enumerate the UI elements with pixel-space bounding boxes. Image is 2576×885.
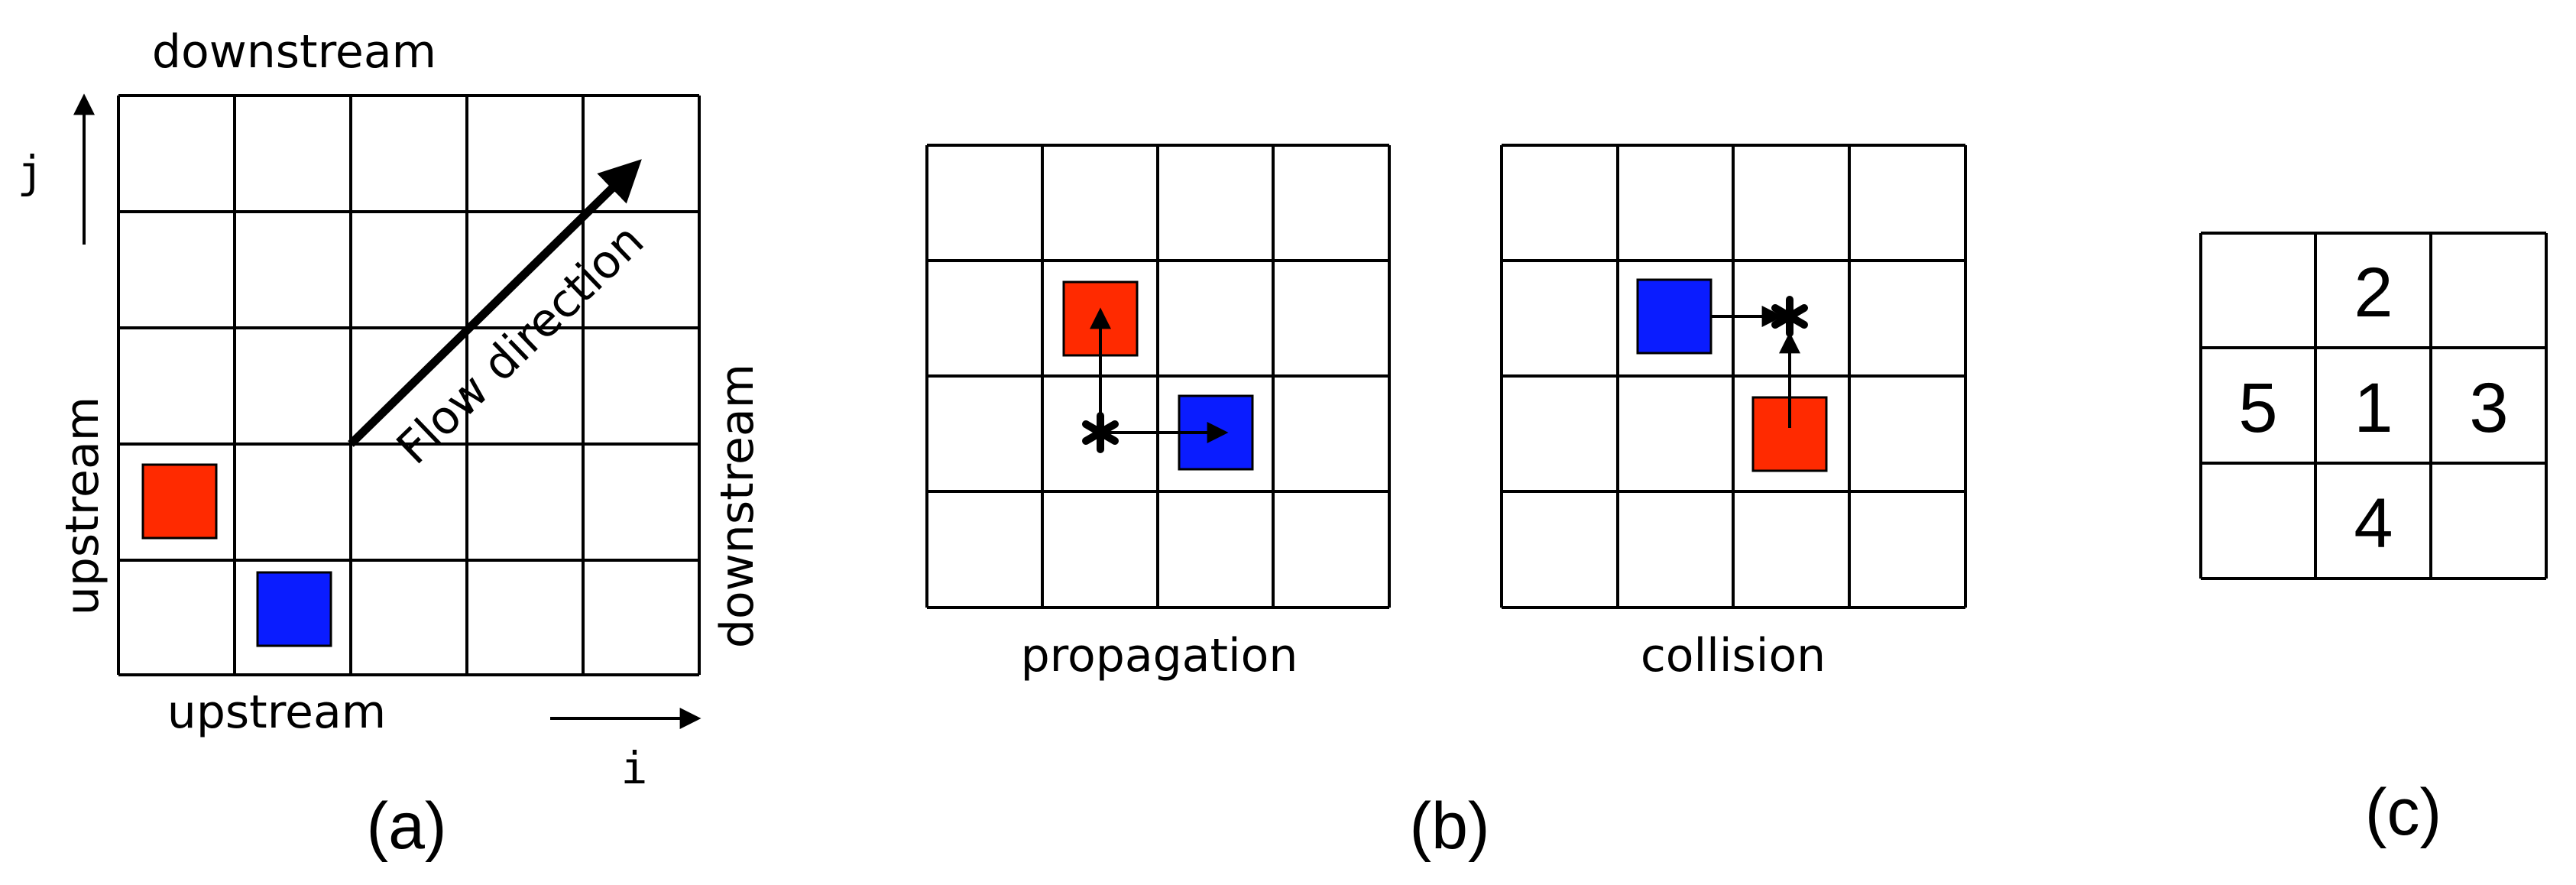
panel-c: 2 5 1 3 4 (c) [2199, 232, 2548, 849]
i-axis-label: i [621, 742, 648, 794]
stencil-grid [2199, 232, 2548, 580]
propagation-grid [925, 144, 1391, 609]
panel-a: Flow direction downstream upstream upstr… [18, 25, 764, 863]
stencil-cell-2: 2 [2354, 254, 2393, 332]
bottom-upstream-label: upstream [167, 686, 386, 739]
panel-c-caption: (c) [2365, 776, 2442, 849]
panel-a-caption: (a) [366, 789, 446, 863]
stencil-cell-5: 5 [2238, 369, 2277, 447]
panel-b-caption: (b) [1409, 789, 1489, 863]
right-downstream-label: downstream [711, 364, 764, 648]
collision-caption: collision [1641, 629, 1826, 682]
blue-particle [1636, 278, 1712, 355]
left-upstream-label: upstream [56, 397, 109, 615]
panel-a-grid [117, 94, 701, 676]
flow-direction-arrow [348, 159, 642, 447]
stencil-cell-4: 4 [2354, 485, 2393, 562]
origin-star-icon [1082, 412, 1119, 453]
stencil-cell-1: 1 [2354, 369, 2393, 447]
propagation-caption: propagation [1021, 629, 1298, 682]
collision-star-icon [1771, 296, 1808, 337]
panel-b-propagation: propagation [925, 144, 1391, 682]
top-downstream-label: downstream [152, 25, 436, 79]
red-particle [141, 463, 218, 540]
blue-particle [256, 571, 332, 647]
flow-direction-label: Flow direction [387, 214, 654, 475]
j-axis-label: j [18, 146, 44, 198]
collision-grid [1500, 144, 1967, 609]
stencil-cell-3: 3 [2469, 369, 2508, 447]
panel-b-collision: collision [1500, 144, 1967, 682]
